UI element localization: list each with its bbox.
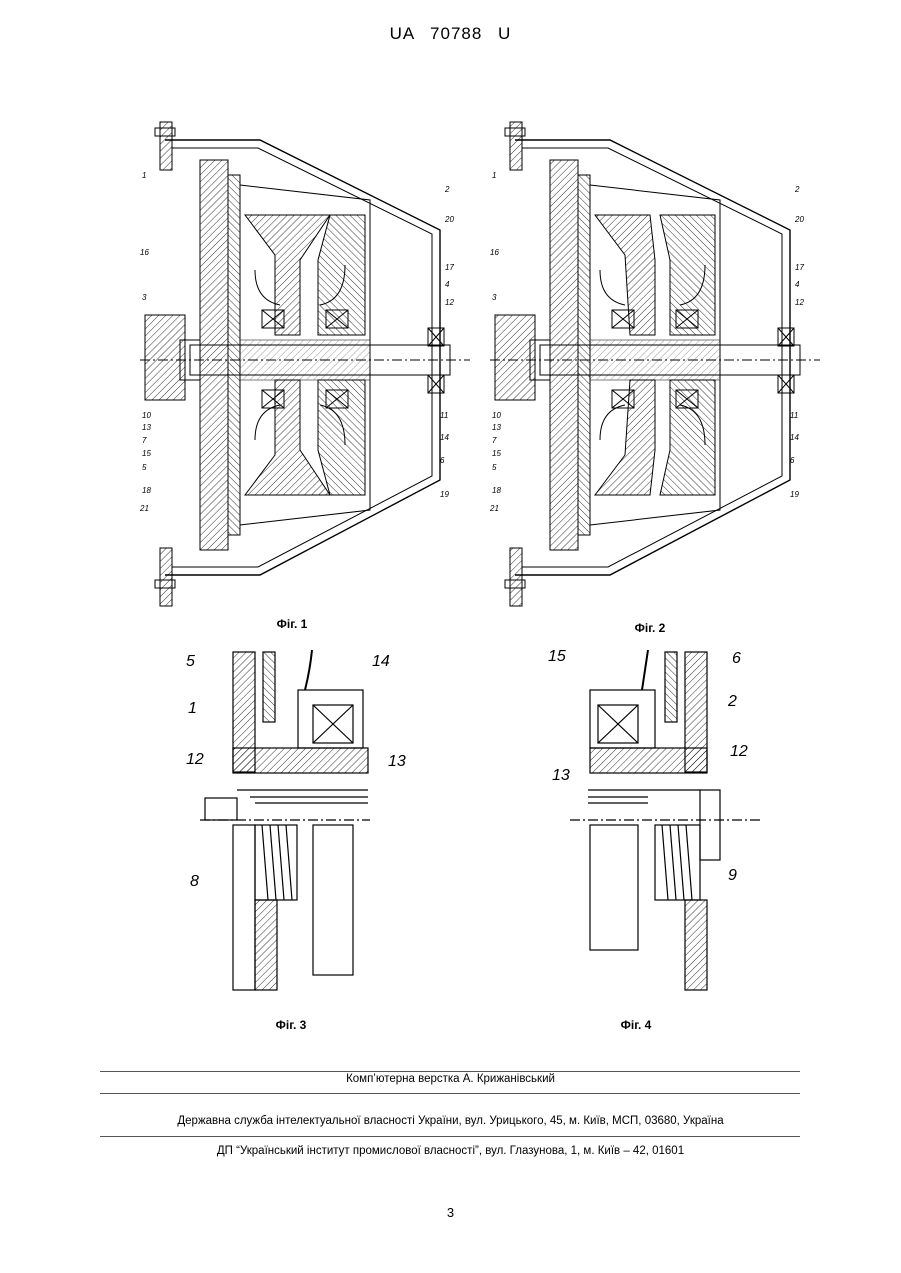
footer-rule xyxy=(100,1071,800,1072)
fig3-label: 13 xyxy=(388,753,406,770)
figure-2-caption: Фіг. 2 xyxy=(610,621,690,635)
figure-4-caption: Фіг. 4 xyxy=(596,1018,676,1032)
fig3-label: 5 xyxy=(186,653,195,670)
fig4-label: 12 xyxy=(730,743,748,760)
figure-3-caption: Фіг. 3 xyxy=(251,1018,331,1032)
page-number: 3 xyxy=(0,1205,901,1220)
fig3-label: 1 xyxy=(188,700,197,717)
footer-agency: Державна служба інтелектуальної власност… xyxy=(0,1115,901,1127)
fig3-label: 12 xyxy=(186,751,204,768)
fig4-label: 13 xyxy=(552,767,570,784)
fig4-label: 15 xyxy=(548,648,566,665)
footer-typesetter: Комп’ютерна верстка А. Крижанівський xyxy=(0,1073,901,1085)
fig3-label: 8 xyxy=(190,873,199,890)
figure-1-caption: Фіг. 1 xyxy=(252,617,332,631)
footer-institute: ДП “Український інститут промислової вла… xyxy=(0,1145,901,1157)
fig4-label: 9 xyxy=(728,867,737,884)
fig4-label: 2 xyxy=(727,693,737,710)
fig4-label: 6 xyxy=(732,650,741,667)
footer-rule xyxy=(100,1136,800,1137)
footer-rule xyxy=(100,1093,800,1094)
fig3-label: 14 xyxy=(372,653,390,670)
